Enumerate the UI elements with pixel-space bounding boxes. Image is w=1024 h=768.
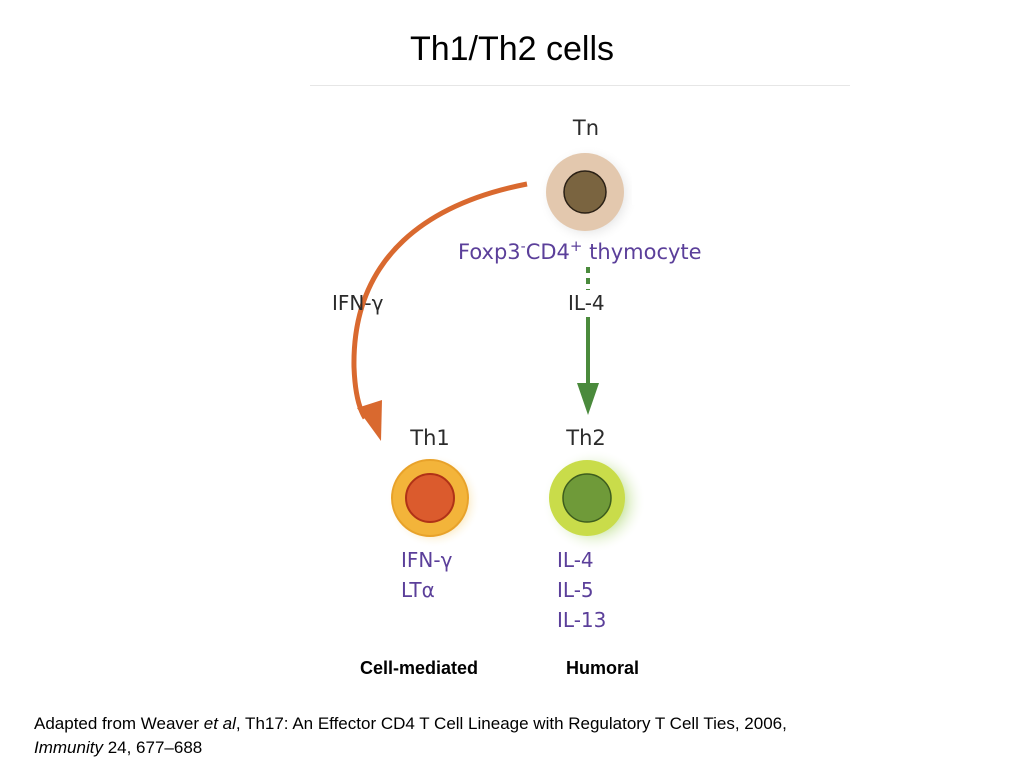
th1-th2-diagram: Tn Foxp3-CD4+ thymocyte IFN-γ IL-4 Th1 I… xyxy=(332,116,702,632)
orange-curved-arrow xyxy=(351,181,528,420)
tn-cell-nucleus xyxy=(563,170,607,214)
th1-cell-nucleus xyxy=(405,473,455,523)
citation-part1: Adapted from Weaver xyxy=(34,714,204,733)
tn-caption: Foxp3-CD4+ thymocyte xyxy=(458,237,702,264)
th2-product-1: IL-4 xyxy=(557,548,594,572)
slide-title: Th1/Th2 cells xyxy=(409,30,615,68)
th2-cell-nucleus xyxy=(562,473,612,523)
white-patch xyxy=(632,155,672,205)
tn-label: Tn xyxy=(572,116,599,140)
th1-label: Th1 xyxy=(409,426,450,450)
citation: Adapted from Weaver et al, Th17: An Effe… xyxy=(34,712,994,760)
tn-caption-prefix: Foxp3 xyxy=(458,240,521,264)
tn-caption-sup1: - xyxy=(521,239,526,255)
citation-part2: , Th17: An Effector CD4 T Cell Lineage w… xyxy=(235,714,787,733)
tn-caption-sup2: + xyxy=(570,237,583,255)
th2-product-3: IL-13 xyxy=(557,608,606,632)
left-arrow-label: IFN-γ xyxy=(332,291,384,315)
th2-product-2: IL-5 xyxy=(557,578,594,602)
citation-journal: Immunity xyxy=(34,738,103,757)
right-arrow-label: IL-4 xyxy=(568,291,605,315)
tn-caption-suffix: thymocyte xyxy=(583,240,702,264)
orange-arrowhead xyxy=(357,400,382,441)
tn-caption-mid: CD4 xyxy=(526,240,570,264)
green-arrowhead xyxy=(577,383,599,415)
citation-etal: et al xyxy=(203,714,236,733)
th1-product-1: IFN-γ xyxy=(401,548,453,572)
th1-product-2: LTα xyxy=(401,578,435,602)
humoral-label: Humoral xyxy=(566,658,640,678)
cell-mediated-label: Cell-mediated xyxy=(360,658,479,678)
citation-part3: 24, 677–688 xyxy=(102,738,203,757)
th2-label: Th2 xyxy=(565,426,606,450)
